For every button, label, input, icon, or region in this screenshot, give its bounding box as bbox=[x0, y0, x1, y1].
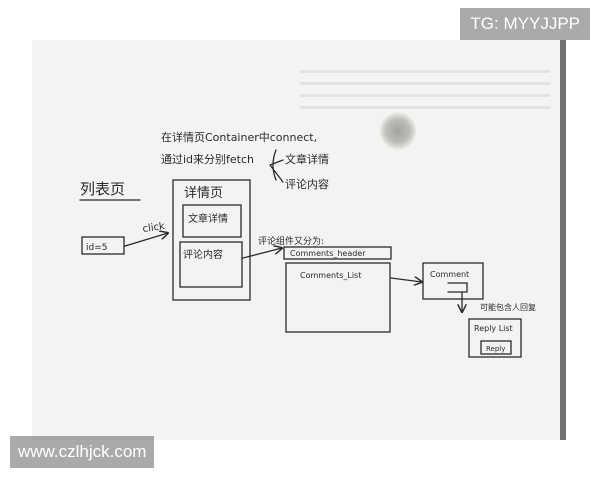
comments-list-label: Comments_List bbox=[300, 271, 361, 280]
detail-page-box bbox=[172, 179, 251, 301]
branch-bracket bbox=[269, 149, 284, 183]
comment-content-box bbox=[179, 241, 243, 288]
click-label: click bbox=[142, 221, 166, 235]
reply-label: Reply bbox=[486, 345, 505, 353]
comment-box bbox=[422, 262, 484, 300]
id-link-box bbox=[81, 236, 125, 255]
comment-label: Comment bbox=[430, 270, 469, 279]
click-arrow bbox=[124, 233, 168, 247]
branch-article-label: 文章详情 bbox=[285, 152, 329, 166]
article-detail-label: 文章详情 bbox=[188, 212, 228, 225]
list-page-label: 列表页 bbox=[80, 180, 125, 198]
reply-list-label: Reply List bbox=[474, 324, 513, 333]
reply-box bbox=[480, 340, 512, 355]
comment-arrow bbox=[390, 278, 422, 282]
comment-content-label: 评论内容 bbox=[183, 248, 223, 261]
paper-smudge bbox=[380, 112, 416, 150]
comments-header-label: Comments_header bbox=[290, 249, 366, 258]
note-line-2: 通过id来分别fetch bbox=[161, 153, 254, 166]
comments-header-box bbox=[283, 246, 392, 260]
detail-page-label: 详情页 bbox=[184, 186, 223, 201]
comment-split-arrow bbox=[242, 248, 282, 259]
show-through-lines bbox=[300, 70, 550, 118]
comment-split-label: 评论组件又分为: bbox=[258, 235, 324, 247]
id-link-label: id=5 bbox=[86, 243, 107, 253]
reply-list-box bbox=[468, 318, 522, 358]
article-detail-box bbox=[182, 204, 242, 238]
watermark-bottom-left: www.czlhjck.com bbox=[10, 436, 155, 468]
note-line-1: 在详情页Container中connect, bbox=[161, 130, 317, 144]
reply-note-label: 可能包含人回复 bbox=[480, 302, 536, 312]
comments-list-box bbox=[285, 262, 391, 333]
watermark-top-right: TG: MYYJJPP bbox=[460, 8, 590, 40]
branch-comment-label: 评论内容 bbox=[285, 177, 329, 191]
comment-inner-tab bbox=[447, 282, 468, 293]
